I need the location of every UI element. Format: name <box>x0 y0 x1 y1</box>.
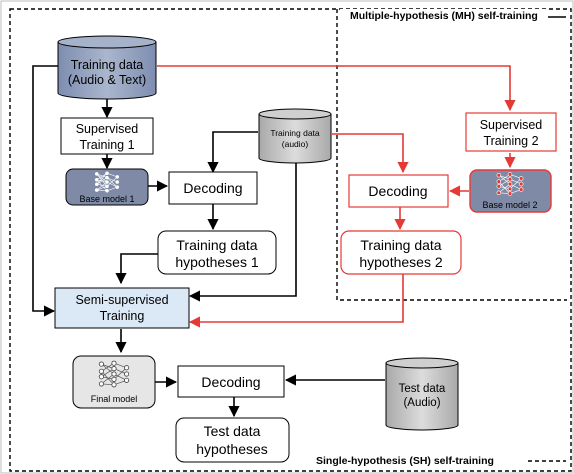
red-arrows <box>157 65 516 328</box>
semi-line2: Training <box>100 309 145 323</box>
base-model-1: Base model 1 <box>65 168 149 206</box>
sup1-line1: Supervised <box>76 122 139 136</box>
sh-label: Single-hypothesis (SH) self-training <box>306 452 568 468</box>
sh-region <box>9 8 572 472</box>
training-data-line2: (Audio & Text) <box>68 73 146 87</box>
hyp2-line2: hypotheses 2 <box>359 254 442 270</box>
supervised-training-2: Supervised Training 2 <box>465 112 557 152</box>
decoding-2: Decoding <box>348 174 449 208</box>
semi-line1: Semi-supervised <box>75 293 168 307</box>
sup1-line2: Training 1 <box>79 138 134 152</box>
decoding-2-label: Decoding <box>368 183 427 199</box>
test-hypotheses: Test data hypotheses <box>175 417 290 463</box>
arrow-audio-to-semi <box>188 162 297 302</box>
training-data-cylinder: Training data (Audio & Text) <box>57 35 157 100</box>
base-model-2: Base model 2 <box>469 169 552 213</box>
arrow-audio-to-dec2 <box>332 133 409 174</box>
arrow-data-to-semi <box>32 65 58 317</box>
hypotheses-1: Training data hypotheses 1 <box>157 230 277 275</box>
test-hyp-line2: hypotheses <box>196 441 268 457</box>
final-model-label: Final model <box>91 394 138 404</box>
semi-supervised-training: Semi-supervised Training <box>54 287 190 329</box>
black-arrows <box>32 65 385 418</box>
mh-label: Multiple-hypothesis (MH) self-training <box>340 9 566 23</box>
hyp2-line1: Training data <box>360 237 441 253</box>
base-model-2-label: Base model 2 <box>482 200 537 210</box>
training-audio-line2: (audio) <box>282 139 309 149</box>
training-audio-line1: Training data <box>270 128 320 138</box>
decoding-1: Decoding <box>168 171 258 205</box>
decoding-3: Decoding <box>177 365 285 398</box>
sup2-line1: Supervised <box>480 118 543 132</box>
sup2-line2: Training 2 <box>483 134 538 148</box>
hyp1-line1: Training data <box>176 237 257 253</box>
test-data-cylinder: Test data (Audio) <box>385 357 459 431</box>
final-model: Final model <box>72 355 156 409</box>
hyp1-line2: hypotheses 1 <box>175 254 258 270</box>
mh-region <box>336 9 567 301</box>
test-data-line1: Test data <box>399 383 446 395</box>
mh-label-text: Multiple-hypothesis (MH) self-training <box>350 10 538 22</box>
test-data-line2: (Audio) <box>403 397 440 409</box>
decoding-3-label: Decoding <box>201 374 260 390</box>
test-hyp-line1: Test data <box>204 423 261 439</box>
training-data-line1: Training data <box>71 58 144 72</box>
arrow-audio-to-dec1 <box>207 131 258 174</box>
arrow-hyp1-to-semi <box>115 253 158 285</box>
sh-label-text: Single-hypothesis (SH) self-training <box>316 455 494 467</box>
training-audio-cylinder: Training data (audio) <box>258 108 332 164</box>
arrow-data-to-sup2 <box>157 65 516 112</box>
supervised-training-1: Supervised Training 1 <box>60 117 154 155</box>
arrow-hyp2-to-semi <box>188 273 404 328</box>
decoding-1-label: Decoding <box>183 180 242 196</box>
hypotheses-2: Training data hypotheses 2 <box>340 230 462 275</box>
base-model-1-label: Base model 1 <box>79 194 134 204</box>
